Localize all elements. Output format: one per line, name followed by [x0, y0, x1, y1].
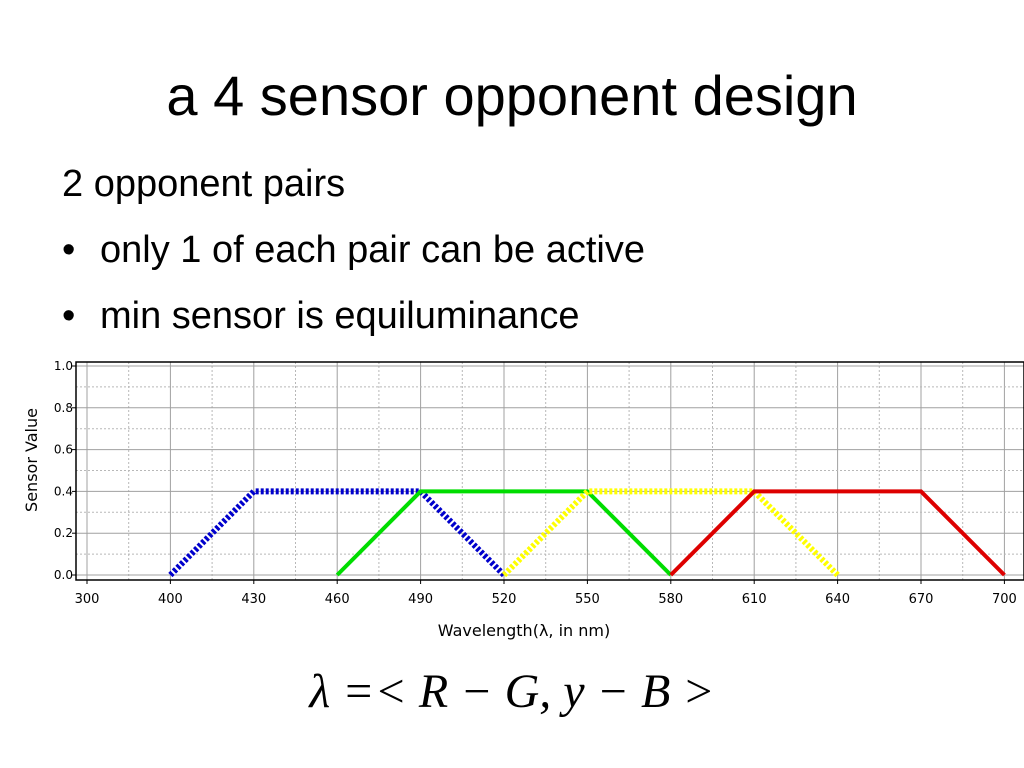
- bullet-text: min sensor is equiluminance: [100, 295, 580, 337]
- bullet-marker: •: [62, 295, 76, 337]
- slide-title: a 4 sensor opponent design: [166, 64, 858, 127]
- x-tick-label: 580: [658, 592, 683, 607]
- x-tick-label: 520: [492, 592, 517, 607]
- y-tick-label: 1.0: [54, 359, 73, 373]
- plot-frame: [72, 361, 1024, 584]
- bullet-list: 2 opponent pairs • only 1 of each pair c…: [62, 162, 645, 360]
- plot-border: [75, 361, 1024, 581]
- intro-line: 2 opponent pairs: [62, 163, 346, 205]
- x-tick-label: 300: [75, 592, 100, 607]
- y-tick-label: 0.2: [54, 526, 73, 540]
- y-tick-label: 0.6: [54, 443, 73, 457]
- x-tick-label: 550: [575, 592, 600, 607]
- x-tick-label: 460: [325, 592, 350, 607]
- x-tick-label: 610: [742, 592, 767, 607]
- bullet-text: only 1 of each pair can be active: [100, 229, 646, 271]
- x-tick-label: 640: [825, 592, 850, 607]
- x-tick-label: 700: [992, 592, 1017, 607]
- data-series-line: [335, 489, 673, 577]
- bullet-marker: •: [62, 229, 76, 271]
- formula: λ =< R − G, y − B >: [309, 665, 715, 718]
- tick-labels: 0.0 0.2 0.4 0.6 0.8 1.0 300 400 430 460 490 520 550 5…: [54, 359, 1017, 607]
- y-tick-label: 0.0: [54, 568, 73, 582]
- y-tick-label: 0.8: [54, 401, 73, 415]
- bullet-item: • only 1 of each pair can be active: [62, 228, 645, 294]
- data-series-line: [669, 489, 1006, 577]
- y-tick-label: 0.4: [54, 484, 73, 498]
- data-series-line: [501, 488, 840, 578]
- bullet-item: • min sensor is equiluminance: [62, 294, 645, 360]
- x-tick-label: 400: [158, 592, 183, 607]
- sensor-chart: 0.0 0.2 0.4 0.6 0.8 1.0 300 400 430 460 490 520 550 5…: [22, 359, 1024, 640]
- grid: [76, 362, 1024, 580]
- x-tick-label: 430: [241, 592, 266, 607]
- x-axis-label: Wavelength(λ, in nm): [438, 621, 610, 640]
- series-layer: [168, 488, 1006, 578]
- y-axis-label: Sensor Value: [22, 408, 41, 512]
- data-series-line: [168, 488, 507, 578]
- x-tick-label: 670: [909, 592, 934, 607]
- x-tick-label: 490: [408, 592, 433, 607]
